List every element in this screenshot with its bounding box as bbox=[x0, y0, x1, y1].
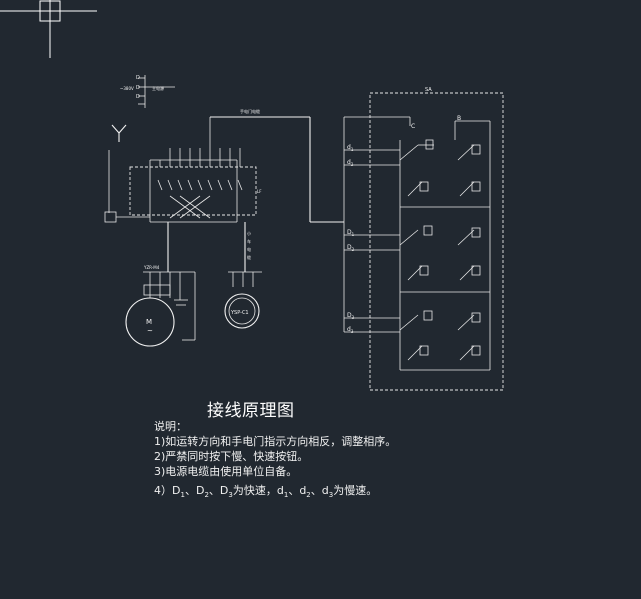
switch-box bbox=[343, 92, 504, 391]
brake-label: YSP-C1 bbox=[230, 310, 249, 316]
wire-D3-label: D bbox=[347, 312, 352, 319]
antenna-icon bbox=[104, 124, 150, 223]
motor-feed: YZR-M4 bbox=[143, 222, 196, 341]
signal-wire: 手电门电缆 bbox=[210, 108, 344, 223]
wire-D1-label: D bbox=[347, 229, 352, 236]
svg-text:d3: d3 bbox=[347, 326, 354, 334]
svg-text:d1: d1 bbox=[347, 144, 354, 152]
contact-group-1 bbox=[399, 139, 490, 208]
diagram-title: 接线原理图 bbox=[207, 401, 295, 421]
wire-d1-label: d bbox=[347, 144, 351, 151]
note-3: 3)电源电缆由使用单位自备。 bbox=[154, 465, 298, 478]
contact-group-3 bbox=[399, 310, 481, 361]
motor-label: M bbox=[146, 318, 152, 326]
note-4: 4）D1、D2、D3为快速，d1、d2、d3为慢速。 bbox=[154, 484, 378, 500]
svg-text:D2: D2 bbox=[347, 244, 355, 252]
svg-text:D1: D1 bbox=[347, 229, 355, 237]
svg-text:D3: D3 bbox=[347, 312, 355, 320]
brake-icon bbox=[224, 293, 260, 329]
svg-text:D: D bbox=[136, 94, 140, 100]
svg-text:车: 车 bbox=[247, 238, 251, 244]
svg-text:D: D bbox=[136, 85, 140, 91]
svg-text:电: 电 bbox=[247, 246, 251, 252]
notes-heading: 说明： bbox=[154, 420, 187, 433]
wire-d2-label: d bbox=[347, 159, 351, 166]
motor-sub-label: ~ bbox=[147, 327, 153, 335]
note-4-prefix: 4） bbox=[154, 484, 172, 497]
cursor-crosshair-icon bbox=[0, 0, 97, 58]
switch-box-label: SA bbox=[425, 87, 432, 93]
svg-text:YZR-M4: YZR-M4 bbox=[143, 265, 160, 270]
svg-text:LF: LF bbox=[257, 189, 262, 194]
control-board: LF bbox=[129, 117, 262, 223]
contact-b-label: B bbox=[457, 115, 461, 122]
svg-text:D: D bbox=[136, 75, 140, 81]
note-4-slow-suffix: 为慢速。 bbox=[333, 484, 378, 497]
note-4-fast-suffix: 为快速， bbox=[232, 484, 277, 497]
motor-icon bbox=[125, 283, 188, 347]
power-input-block: D ~380V D D 主电源 bbox=[120, 75, 175, 108]
svg-text:主电源: 主电源 bbox=[152, 85, 164, 91]
svg-text:缆: 缆 bbox=[247, 254, 251, 260]
svg-text:d2: d2 bbox=[347, 159, 354, 167]
wire-d3-label: d bbox=[347, 326, 351, 333]
switch-input-wires bbox=[344, 149, 400, 333]
svg-text:~380V: ~380V bbox=[120, 86, 134, 91]
note-1: 1)如运转方向和手电门指示方向相反，调整相序。 bbox=[154, 435, 397, 448]
brake-feed: 小 车 电 缆 bbox=[228, 222, 262, 287]
svg-text:小: 小 bbox=[247, 230, 251, 236]
svg-text:手电门电缆: 手电门电缆 bbox=[240, 108, 260, 114]
contact-group-2 bbox=[399, 225, 490, 293]
contact-c-label: C bbox=[411, 123, 415, 130]
note-2: 2)严禁同时按下慢、快速按钮。 bbox=[154, 450, 309, 463]
wire-D2-label: D bbox=[347, 244, 352, 251]
